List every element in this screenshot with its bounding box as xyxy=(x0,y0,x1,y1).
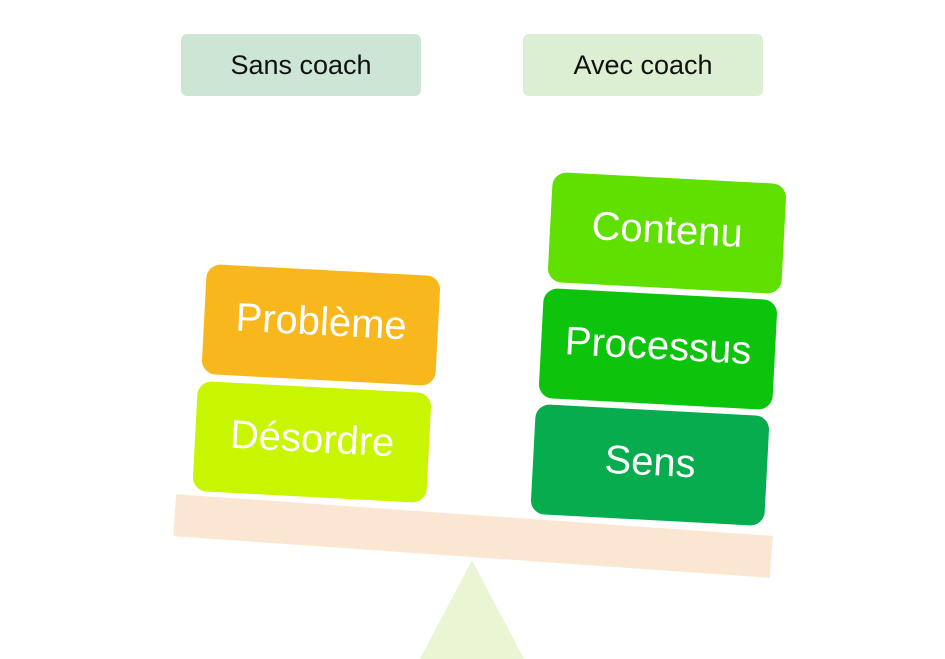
block-processus-label: Processus xyxy=(563,318,753,373)
block-processus: Processus xyxy=(538,287,778,411)
block-sens-label: Sens xyxy=(603,437,697,486)
block-contenu-label: Contenu xyxy=(590,203,744,256)
header-sans-coach-text: Sans coach xyxy=(230,49,372,80)
header-avec-coach: Avec coach xyxy=(523,34,763,96)
balance-fulcrum xyxy=(420,560,524,659)
block-probleme: Problème xyxy=(201,263,441,387)
fulcrum-triangle xyxy=(420,560,524,659)
block-sens: Sens xyxy=(530,403,770,527)
header-sans-coach: Sans coach xyxy=(181,34,421,96)
block-contenu: Contenu xyxy=(547,171,787,295)
header-avec-coach-text: Avec coach xyxy=(573,49,713,80)
block-probleme-label: Problème xyxy=(234,295,408,348)
block-desordre-label: Désordre xyxy=(228,412,396,465)
block-desordre: Désordre xyxy=(192,380,432,504)
